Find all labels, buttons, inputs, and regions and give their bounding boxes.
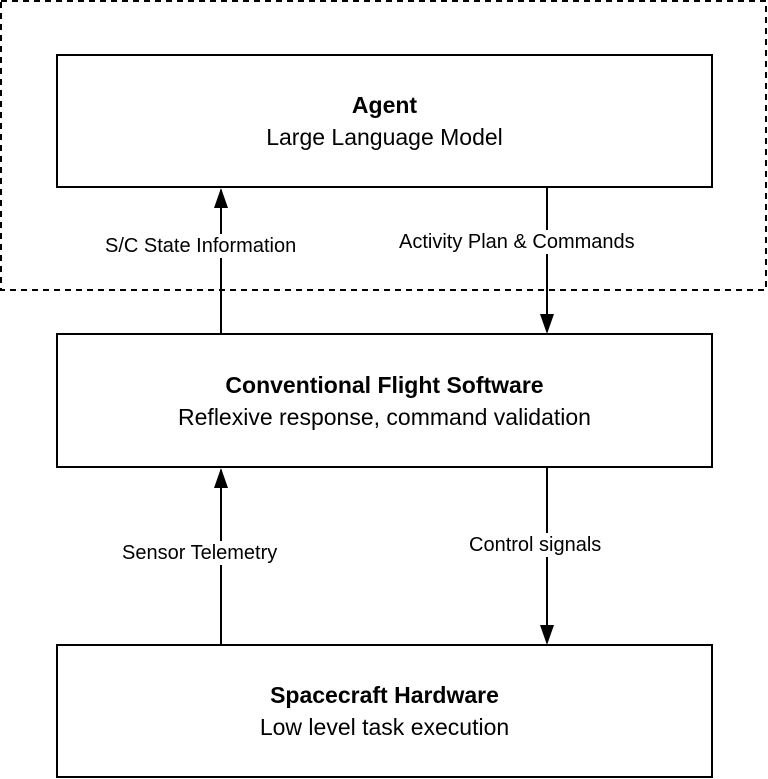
flight-software-subtitle: Reflexive response, command validation xyxy=(178,403,591,430)
flight-software-box: Conventional Flight Software Reflexive r… xyxy=(56,333,713,468)
hardware-box: Spacecraft Hardware Low level task execu… xyxy=(56,644,713,778)
activity-plan-arrowhead xyxy=(540,314,554,334)
activity-plan-label: Activity Plan & Commands xyxy=(397,230,637,254)
hardware-title: Spacecraft Hardware xyxy=(270,682,499,708)
control-signals-arrowhead xyxy=(540,625,554,645)
state-info-arrowhead xyxy=(214,188,228,208)
agent-subtitle: Large Language Model xyxy=(266,124,503,150)
agent-box: Agent Large Language Model xyxy=(56,54,713,188)
agent-title: Agent xyxy=(351,92,418,118)
state-info-label: S/C State Information xyxy=(103,234,299,258)
agent-boundary xyxy=(0,0,767,291)
control-signals-label: Control signals xyxy=(467,533,604,557)
sensor-telemetry-arrowhead xyxy=(214,468,228,488)
sensor-telemetry-label: Sensor Telemetry xyxy=(120,541,280,565)
flight-software-title: Conventional Flight Software xyxy=(225,371,544,398)
hardware-subtitle: Low level task execution xyxy=(259,714,510,740)
